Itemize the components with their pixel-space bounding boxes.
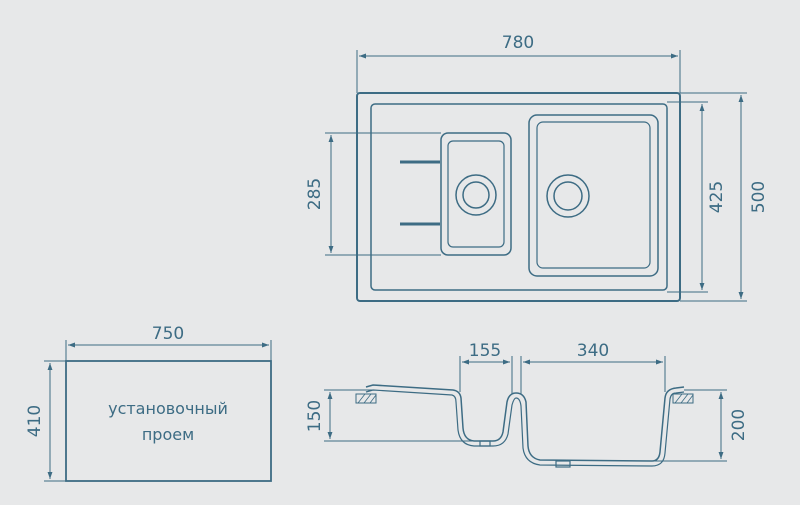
small-bowl <box>440 132 512 256</box>
sink-outline <box>356 92 681 302</box>
dim-cutout-width: 750 <box>152 324 184 344</box>
section-view: 155 340 150 200 <box>305 341 749 468</box>
dim-large-bowl-section-depth: 200 <box>729 409 749 441</box>
small-bowl-inner <box>447 140 505 248</box>
large-bowl-drain-inner <box>553 181 583 211</box>
dim-large-bowl-depth: 425 <box>707 181 727 213</box>
dim-overall-depth: 500 <box>749 181 769 213</box>
sink-inner-rim <box>370 103 668 291</box>
small-bowl-drain-inner <box>462 181 490 209</box>
dim-small-bowl-width: 155 <box>469 341 501 361</box>
small-bowl-drain <box>455 174 497 216</box>
large-bowl-drain-stub <box>555 460 571 468</box>
cutout-label-line2: проем <box>142 425 194 444</box>
sink-profile-inner <box>365 389 685 467</box>
dim-overall-width: 780 <box>502 33 534 53</box>
top-view: 780 500 425 285 <box>305 33 769 302</box>
dim-large-bowl-width: 340 <box>577 341 609 361</box>
sink-profile-outer <box>365 384 685 462</box>
small-bowl-drain-stub <box>479 440 491 447</box>
dim-small-bowl-section-depth: 150 <box>305 400 325 432</box>
cutout-view: установочный проем 750 410 <box>25 324 272 482</box>
large-bowl <box>528 114 659 277</box>
large-bowl-drain <box>546 174 590 218</box>
countertop-left <box>355 393 377 404</box>
cutout-label-line1: установочный <box>108 399 228 418</box>
large-bowl-inner <box>536 121 651 269</box>
countertop-right <box>672 393 694 404</box>
dim-small-bowl-depth: 285 <box>305 178 325 210</box>
cutout-rect <box>65 360 272 482</box>
dim-cutout-depth: 410 <box>25 405 45 437</box>
